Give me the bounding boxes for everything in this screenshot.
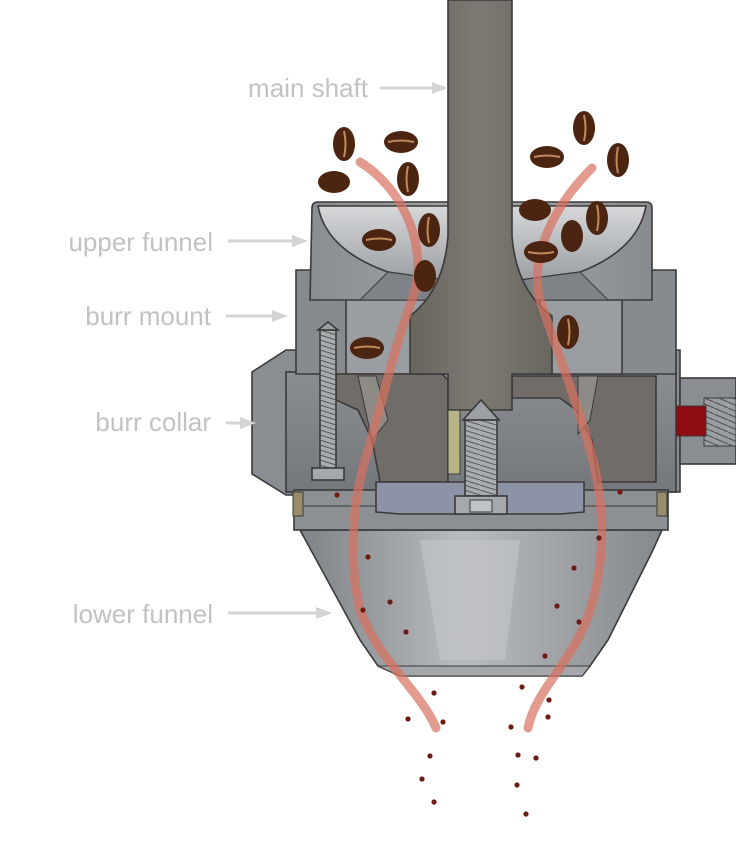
- coffee-bean: [384, 131, 418, 153]
- left-screw: [311, 320, 345, 481]
- coffee-bean: [561, 220, 583, 252]
- label-burr-collar: burr collar: [95, 407, 211, 437]
- ground-particle: [596, 535, 602, 541]
- left-burr: [335, 373, 449, 483]
- label-lower-funnel: lower funnel: [73, 599, 213, 629]
- ground-particle: [419, 776, 425, 782]
- arrow-burr-collar: [226, 417, 256, 429]
- ground-particle: [571, 565, 577, 571]
- arrow-lower-funnel: [228, 607, 332, 619]
- ground-particle: [387, 599, 393, 605]
- coffee-bean: [397, 162, 419, 196]
- coffee-bean: [530, 146, 564, 168]
- ground-particle: [519, 684, 525, 690]
- ground-particle: [431, 690, 437, 696]
- coffee-bean: [333, 127, 355, 161]
- label-upper-funnel: upper funnel: [68, 227, 213, 257]
- ground-particle: [405, 716, 411, 722]
- callout-burr-collar: burr collar: [95, 407, 256, 437]
- coffee-bean: [607, 143, 629, 177]
- coffee-grounds: [334, 489, 623, 817]
- ground-particle: [403, 629, 409, 635]
- callout-burr-mount: burr mount: [85, 301, 288, 331]
- ground-particle: [554, 603, 560, 609]
- label-burr-mount: burr mount: [85, 301, 211, 331]
- coffee-bean: [519, 199, 551, 221]
- ground-particle: [545, 714, 551, 720]
- ground-particle: [523, 811, 529, 817]
- ground-particle: [515, 752, 521, 758]
- coffee-bean: [318, 171, 350, 193]
- coffee-bean: [414, 260, 436, 292]
- ground-particle: [440, 719, 446, 725]
- arrow-burr-mount: [226, 310, 288, 322]
- ground-particle: [431, 799, 437, 805]
- callout-upper-funnel: upper funnel: [68, 227, 308, 257]
- arrow-main-shaft: [380, 82, 448, 94]
- ground-particle: [334, 492, 340, 498]
- coffee-bean: [573, 111, 595, 145]
- ground-particle: [514, 782, 520, 788]
- coffee-bean: [418, 213, 440, 247]
- coffee-bean: [350, 337, 384, 359]
- coffee-bean: [524, 241, 558, 263]
- coffee-bean: [362, 229, 396, 251]
- ground-particle: [542, 653, 548, 659]
- ground-particle: [546, 697, 552, 703]
- coffee-beans: [318, 111, 629, 359]
- ground-particle: [533, 755, 539, 761]
- main-shaft: [409, 0, 553, 411]
- callout-lower-funnel: lower funnel: [73, 599, 332, 629]
- center-bolt: [454, 398, 508, 515]
- ground-particle: [617, 489, 623, 495]
- label-main-shaft: main shaft: [248, 73, 369, 103]
- coffee-bean: [557, 315, 579, 349]
- coffee-bean: [586, 201, 608, 235]
- ground-particle: [576, 619, 582, 625]
- callout-main-shaft: main shaft: [248, 73, 448, 103]
- ground-particle: [360, 607, 366, 613]
- ground-particle: [427, 753, 433, 759]
- side-fitting: [675, 377, 736, 465]
- arrow-upper-funnel: [228, 235, 308, 247]
- ground-particle: [508, 724, 514, 730]
- ground-particle: [365, 554, 371, 560]
